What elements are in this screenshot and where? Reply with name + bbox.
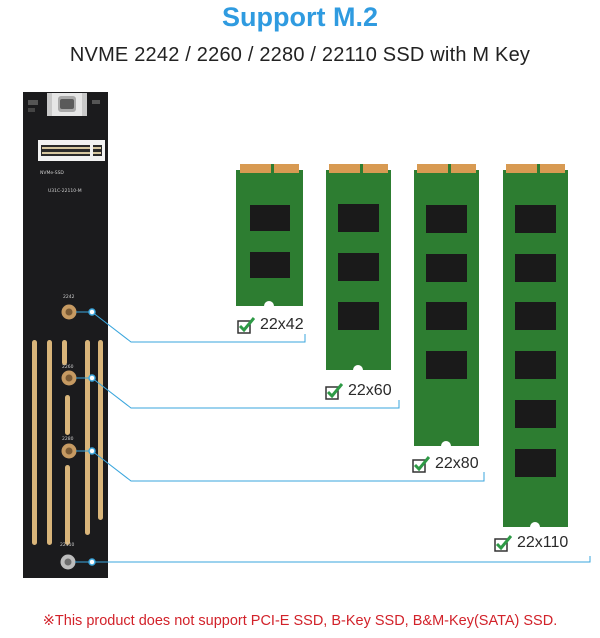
leader-lines — [75, 311, 591, 563]
size-label-text: 22x60 — [348, 382, 392, 399]
checkbox-checked-icon — [494, 534, 512, 552]
ssd-2260-icon — [326, 164, 391, 370]
hole-label-2242: 2242 — [63, 294, 75, 300]
size-label-text: 22x42 — [260, 316, 304, 333]
size-label-2280: 22x80 — [412, 455, 479, 473]
page-subtitle: NVME 2242 / 2260 / 2280 / 22110 SSD with… — [69, 44, 531, 66]
usb-c-connector-icon — [47, 93, 87, 116]
pcb-model-label: U31C-22110-M — [48, 188, 82, 194]
page-title: Support M.2 — [222, 2, 378, 32]
size-label-text: 22x80 — [435, 455, 479, 472]
size-label-2260: 22x60 — [325, 382, 392, 400]
m2-slot-icon — [38, 140, 105, 161]
checkbox-checked-icon — [325, 382, 343, 400]
hole-label-2260: 2260 — [62, 364, 74, 370]
mounting-hole-2242-icon — [61, 304, 77, 320]
checkbox-checked-icon — [237, 316, 255, 334]
hole-label-2280: 2280 — [62, 436, 74, 442]
mounting-hole-2280-icon — [61, 443, 77, 459]
mounting-hole-22110-icon — [60, 554, 76, 570]
size-label-text: 22x110 — [517, 534, 569, 551]
size-label-22110: 22x110 — [494, 534, 568, 552]
size-label-2242: 22x42 — [237, 316, 304, 334]
ssd-2242-icon — [236, 164, 303, 306]
hole-label-22110: 22110 — [60, 542, 74, 548]
mounting-hole-2260-icon — [61, 370, 77, 386]
ssd-2280-icon — [414, 164, 479, 446]
enclosure-pcb: NVMe-SSD U31C-22110-M 2242 2260 2280 221… — [23, 92, 108, 578]
ssd-22110-icon — [503, 164, 568, 527]
compatibility-warning: ※This product does not support PCI-E SSD… — [42, 613, 558, 629]
pcb-top-label: NVMe-SSD — [40, 170, 64, 176]
checkbox-checked-icon — [412, 455, 430, 473]
